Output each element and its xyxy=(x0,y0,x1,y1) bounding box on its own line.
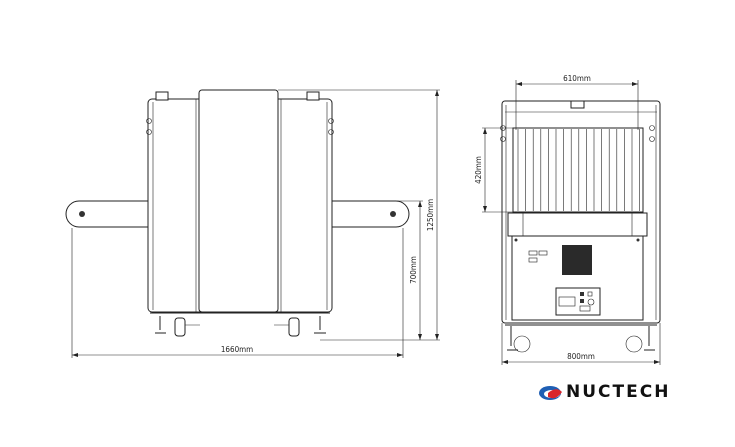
roller-icon xyxy=(390,211,396,217)
tunnel-band xyxy=(507,212,648,237)
front-view-machine xyxy=(65,89,410,337)
height-dimension-label: 1250mm xyxy=(426,199,435,231)
tunnel-width-label: 610mm xyxy=(563,74,591,83)
left-conveyor-arm xyxy=(65,200,150,228)
width-dimension-label: 1660mm xyxy=(221,345,253,354)
control-panel xyxy=(555,287,601,316)
nuctech-logo-icon xyxy=(539,386,562,400)
conveyor-height-dimension-label: 700mm xyxy=(409,256,418,284)
logo-wordmark: NUCTECH xyxy=(566,382,671,402)
display-vent xyxy=(562,245,592,275)
tunnel-opening xyxy=(512,127,644,213)
side-view-dimensions: 610mm 420mm 800mm xyxy=(474,74,661,365)
center-column xyxy=(198,89,279,313)
front-view-dimensions: 1660mm 1250mm 700mm xyxy=(71,89,440,358)
roller-icon xyxy=(79,211,85,217)
tunnel-height-label: 420mm xyxy=(474,156,483,184)
right-conveyor-arm xyxy=(330,200,410,228)
depth-label: 800mm xyxy=(567,352,595,361)
side-view-machine xyxy=(500,100,661,353)
